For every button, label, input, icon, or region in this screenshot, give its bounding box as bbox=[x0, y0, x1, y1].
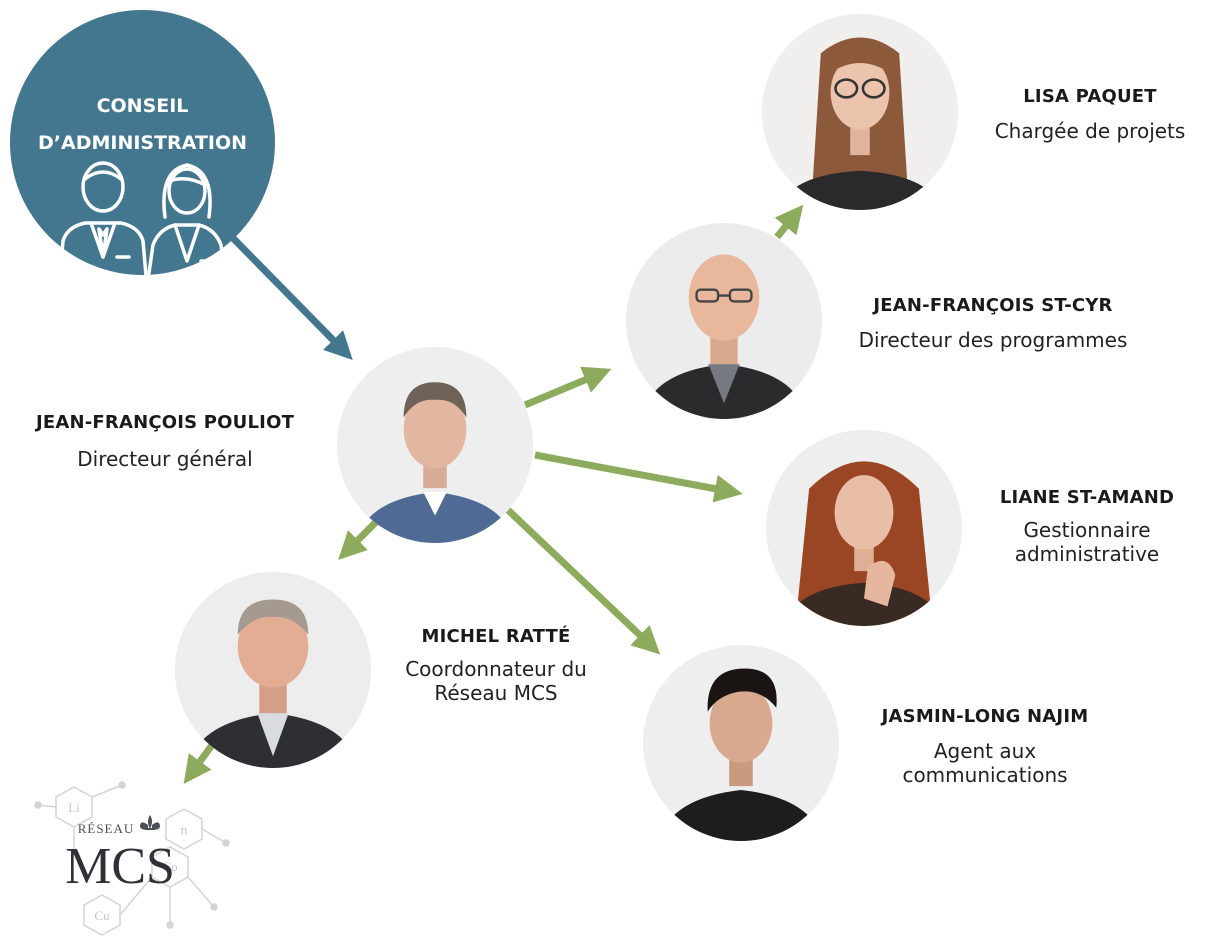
person-role: Directeur général bbox=[77, 447, 253, 471]
reseau-mcs-logo: Li Cu n Co RÉSEAU MCS bbox=[34, 781, 230, 936]
arrow-ratte-to-logo bbox=[183, 742, 215, 784]
arrow-board-to-director bbox=[227, 232, 353, 360]
label-michel-ratte: MICHEL RATTÉ Coordonnateur du Réseau MCS bbox=[366, 626, 626, 705]
photo-jean-francois-pouliot bbox=[337, 347, 533, 543]
fleur-de-lis-icon bbox=[140, 815, 160, 830]
photo-jean-francois-st-cyr bbox=[626, 223, 822, 419]
person-role: Coordonnateur du Réseau MCS bbox=[405, 657, 587, 705]
person-role: Gestionnaire administrative bbox=[1014, 518, 1160, 566]
board-people-icon bbox=[58, 161, 228, 275]
person-name: MICHEL RATTÉ bbox=[421, 626, 571, 647]
label-jean-francois-st-cyr: JEAN-FRANÇOIS ST-CYR Directeur des progr… bbox=[828, 295, 1158, 352]
arrow-director-to-stcyr bbox=[523, 366, 612, 409]
person-name: JEAN-FRANÇOIS POULIOT bbox=[35, 412, 295, 433]
photo-jasmin-long-najim bbox=[643, 645, 839, 841]
arrow-stcyr-to-paquet bbox=[774, 204, 804, 240]
logo-element-co: Co bbox=[162, 859, 177, 874]
person-name: LISA PAQUET bbox=[1023, 86, 1157, 107]
label-jean-francois-pouliot: JEAN-FRANÇOIS POULIOT Directeur général bbox=[0, 412, 330, 471]
board-title: CONSEIL D’ADMINISTRATION bbox=[38, 95, 247, 154]
arrow-director-to-stamand bbox=[534, 451, 743, 503]
logo-element-n: n bbox=[181, 822, 188, 837]
logo-element-li: Li bbox=[68, 800, 80, 815]
logo-main-text: MCS bbox=[65, 838, 175, 895]
person-name: JASMIN-LONG NAJIM bbox=[881, 706, 1089, 727]
label-jasmin-long-najim: JASMIN-LONG NAJIM Agent aux communicatio… bbox=[840, 706, 1130, 787]
logo-element-cu: Cu bbox=[94, 908, 110, 923]
photo-liane-st-amand bbox=[766, 430, 962, 626]
person-name: LIANE ST-AMAND bbox=[999, 487, 1175, 508]
photo-michel-ratte bbox=[175, 572, 371, 768]
person-name: JEAN-FRANÇOIS ST-CYR bbox=[873, 295, 1113, 316]
arrow-director-to-najim bbox=[505, 507, 661, 655]
logo-top-text: RÉSEAU bbox=[78, 821, 135, 836]
photo-lisa-paquet bbox=[762, 14, 958, 210]
person-role: Agent aux communications bbox=[902, 739, 1068, 787]
label-lisa-paquet: LISA PAQUET Chargée de projets bbox=[960, 86, 1215, 143]
person-role: Chargée de projets bbox=[994, 119, 1186, 143]
label-liane-st-amand: LIANE ST-AMAND Gestionnaire administrati… bbox=[972, 487, 1202, 566]
arrow-director-to-ratte bbox=[338, 517, 381, 560]
board-circle: CONSEIL D’ADMINISTRATION bbox=[10, 10, 275, 275]
person-role: Directeur des programmes bbox=[858, 328, 1128, 352]
